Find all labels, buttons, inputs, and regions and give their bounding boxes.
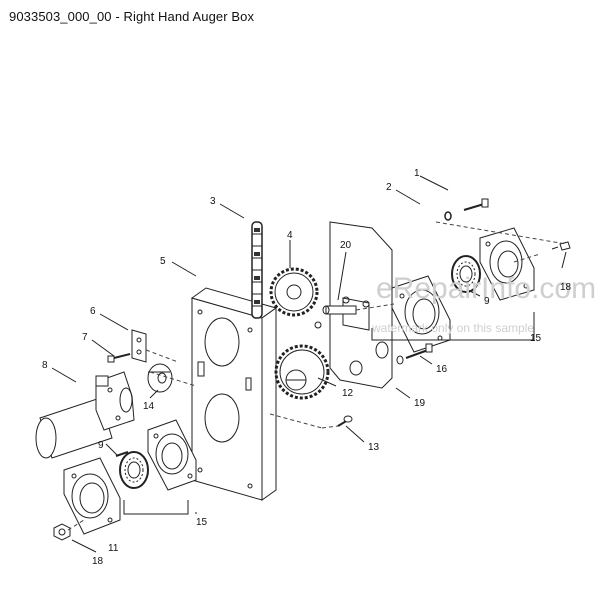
diagram-title: 9033503_000_00 - Right Hand Auger Box [9,9,255,24]
bolt-16 [396,343,433,365]
watermark-brand: eRepairInfo.com [376,272,596,305]
upper-sprocket [269,267,319,317]
callout-9-upper: 9 [484,296,490,307]
mount-bracket [131,329,147,363]
callout-7: 7 [82,332,88,343]
callout-18-lower-clipped: 18 [92,556,104,567]
callout-4: 4 [287,230,293,241]
carriage-bolt-upper [463,198,489,211]
upper-bearing [451,255,481,293]
bolt-13 [337,415,353,427]
lower-sprocket [274,344,330,400]
assembly-lines [67,221,567,531]
callout-16: 16 [436,364,448,375]
group-bracket-15-upper [371,312,535,341]
callout-19: 19 [414,398,426,409]
callout-11: 11 [108,543,119,554]
callout-13: 13 [368,442,380,453]
washer-upper [444,211,452,221]
bearing-plate [329,221,393,389]
hydraulic-motor [35,371,135,459]
grease-fitting-upper [551,241,571,251]
callout-3: 3 [210,196,216,207]
callout-8: 8 [42,360,48,371]
leader-lines [51,175,567,553]
upper-flange-housing [391,227,535,353]
callout-18-upper: 18 [560,282,572,293]
group-bracket-15-lower [123,500,189,515]
callout-6: 6 [90,306,96,317]
callout-1: 1 [414,168,420,179]
callout-5: 5 [160,256,166,267]
callout-15-lower: 15 [196,517,208,528]
coupler-hub [147,363,173,393]
drive-chain [251,221,263,319]
callout-15-upper: 15 [530,333,542,344]
watermark-sample-note: watermark only on this sample [371,321,534,335]
callout-20: 20 [340,240,352,251]
gearbox-housing [190,287,278,501]
callout-2: 2 [386,182,392,193]
lower-flange-housing [63,419,197,535]
lock-nut [53,523,71,541]
lower-bearing [119,451,149,489]
callout-12: 12 [342,388,354,399]
callout-9-lower: 9 [98,440,104,451]
callout-14: 14 [143,401,155,412]
bracket-bolt [107,353,131,363]
